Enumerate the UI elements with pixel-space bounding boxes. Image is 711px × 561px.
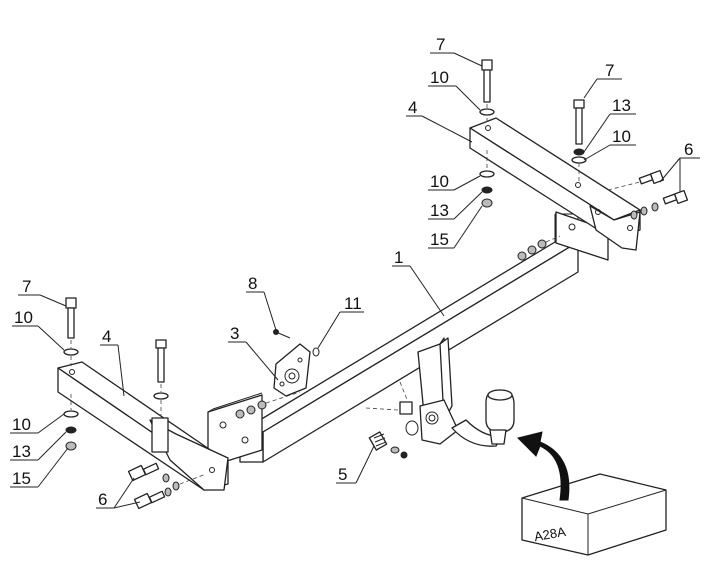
right-arm-bolt-rear bbox=[479, 59, 495, 125]
callout-8: 8 bbox=[248, 274, 257, 293]
callout-6-left: 6 bbox=[98, 490, 107, 509]
callout-15-mid: 15 bbox=[430, 230, 449, 249]
right-arm-lower-hardware bbox=[479, 150, 495, 208]
callout-13-right: 13 bbox=[612, 96, 631, 115]
right-side-arm bbox=[469, 117, 641, 251]
callout-11: 11 bbox=[344, 294, 362, 313]
callout-10-left: 10 bbox=[14, 308, 33, 327]
callout-3: 3 bbox=[230, 324, 239, 343]
callout-10-upper: 10 bbox=[430, 68, 449, 87]
right-arm-bolt-front bbox=[571, 99, 587, 182]
callout-7-left: 7 bbox=[22, 277, 31, 296]
right-arm-side-bolts bbox=[607, 169, 689, 220]
left-arm-side-bolts bbox=[127, 462, 207, 510]
callout-13-lower-left: 13 bbox=[12, 442, 31, 461]
callout-10-lower-left: 10 bbox=[12, 415, 31, 434]
main-crossbar bbox=[239, 213, 579, 463]
tow-ball bbox=[451, 389, 515, 447]
callout-13-mid: 13 bbox=[430, 201, 449, 220]
callout-4-left: 4 bbox=[102, 327, 111, 346]
left-side-arm bbox=[57, 361, 229, 491]
callout-5: 5 bbox=[338, 465, 347, 484]
callout-6-right: 6 bbox=[684, 140, 693, 159]
callout-15-lower-left: 15 bbox=[12, 469, 31, 488]
left-arm-bolt-rear bbox=[63, 297, 79, 366]
callout-7-top: 7 bbox=[436, 35, 445, 54]
socket-plate bbox=[273, 343, 311, 397]
leader-lines bbox=[10, 52, 700, 509]
callout-10-mid: 10 bbox=[430, 172, 449, 191]
socket-screw bbox=[273, 329, 291, 339]
crossbar-left-nuts bbox=[235, 391, 301, 419]
left-arm-lower-hardware bbox=[63, 394, 79, 451]
left-arm-bolt-front bbox=[153, 339, 169, 416]
cotter-spring bbox=[365, 381, 419, 459]
box-label: A28A bbox=[533, 524, 567, 544]
callout-10-right: 10 bbox=[612, 127, 631, 146]
callout-1: 1 bbox=[394, 248, 403, 267]
callout-4-upper: 4 bbox=[408, 98, 417, 117]
reference-box: A28A bbox=[521, 473, 667, 556]
socket-washer bbox=[312, 347, 320, 357]
hitch-neck bbox=[417, 337, 459, 445]
callout-labels: 7 10 4 7 13 10 6 10 13 15 1 7 10 4 8 11 … bbox=[12, 35, 693, 509]
crossbar-right-nuts bbox=[517, 235, 561, 261]
curved-arrow bbox=[517, 431, 570, 501]
callout-7-right: 7 bbox=[605, 61, 614, 80]
